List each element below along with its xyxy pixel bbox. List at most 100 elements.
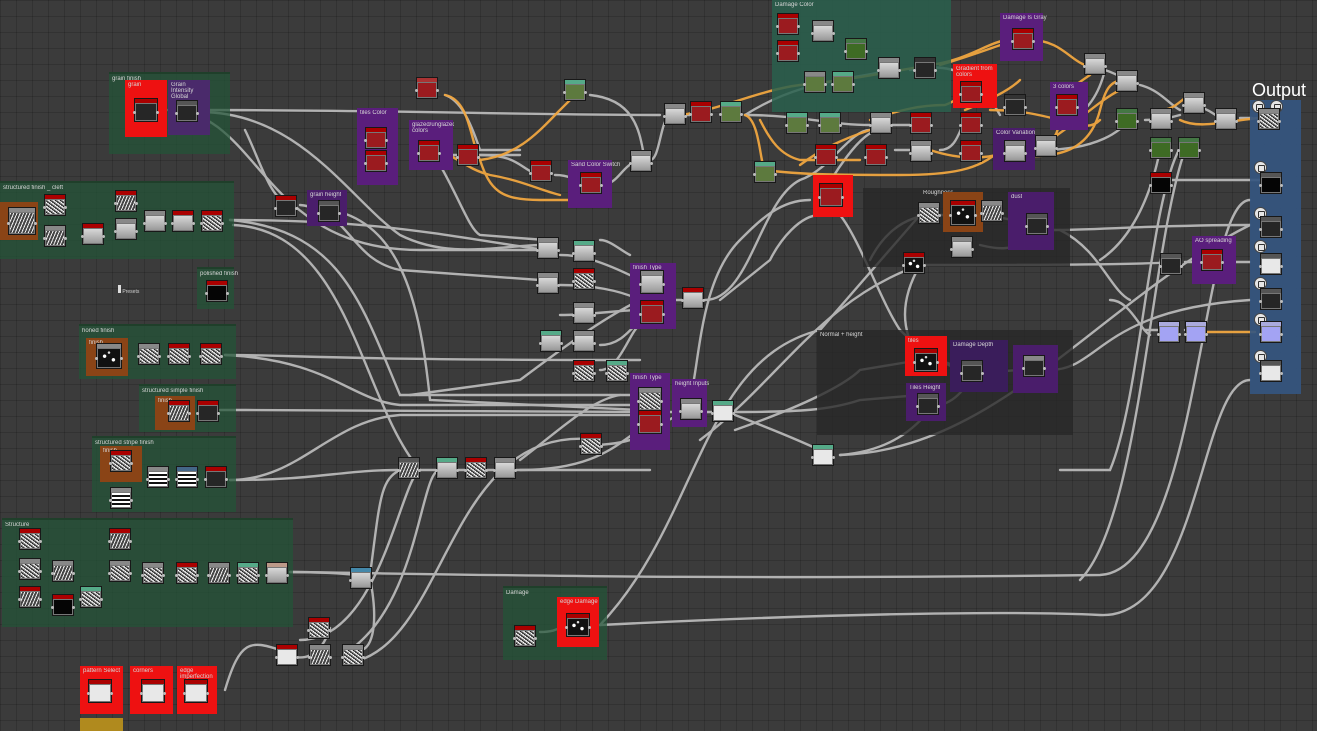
output-pin[interactable] bbox=[64, 206, 67, 209]
graph-node[interactable] bbox=[916, 393, 940, 415]
input-pin[interactable] bbox=[902, 264, 905, 267]
graph-node[interactable] bbox=[51, 594, 75, 616]
output-pin[interactable] bbox=[600, 445, 603, 448]
graph-node[interactable] bbox=[1259, 360, 1283, 382]
graph-node[interactable] bbox=[565, 613, 591, 637]
input-pin[interactable] bbox=[493, 469, 496, 472]
output-pin[interactable] bbox=[257, 574, 260, 577]
input-pin[interactable] bbox=[1159, 265, 1162, 268]
input-pin[interactable] bbox=[1259, 300, 1262, 303]
input-pin[interactable] bbox=[265, 574, 268, 577]
graph-node[interactable] bbox=[204, 466, 228, 488]
input-pin[interactable] bbox=[681, 299, 684, 302]
input-pin[interactable] bbox=[108, 572, 111, 575]
graph-node[interactable] bbox=[341, 644, 365, 666]
output-pin[interactable] bbox=[477, 156, 480, 159]
input-pin[interactable] bbox=[456, 156, 459, 159]
output-pin[interactable] bbox=[328, 629, 331, 632]
graph-node[interactable] bbox=[43, 225, 67, 247]
input-pin[interactable] bbox=[1022, 367, 1025, 370]
output-pin[interactable] bbox=[593, 252, 596, 255]
output-pin[interactable] bbox=[660, 400, 663, 403]
input-pin[interactable] bbox=[167, 355, 170, 358]
output-pin[interactable] bbox=[130, 462, 133, 465]
output-pin[interactable] bbox=[980, 93, 983, 96]
output-pin[interactable] bbox=[981, 372, 984, 375]
input-pin[interactable] bbox=[133, 111, 136, 114]
input-pin[interactable] bbox=[79, 598, 82, 601]
input-pin[interactable] bbox=[637, 400, 640, 403]
input-pin[interactable] bbox=[719, 113, 722, 116]
input-pin[interactable] bbox=[109, 462, 112, 465]
output-pin[interactable] bbox=[135, 202, 138, 205]
input-pin[interactable] bbox=[51, 606, 54, 609]
input-pin[interactable] bbox=[1149, 149, 1152, 152]
yellow-frame[interactable] bbox=[80, 718, 123, 731]
graph-node[interactable] bbox=[167, 400, 191, 422]
output-pin[interactable] bbox=[163, 692, 166, 695]
output-pin[interactable] bbox=[1136, 82, 1139, 85]
input-pin[interactable] bbox=[814, 156, 817, 159]
input-pin[interactable] bbox=[913, 69, 916, 72]
graph-node[interactable] bbox=[572, 360, 596, 382]
input-pin[interactable] bbox=[364, 162, 367, 165]
input-pin[interactable] bbox=[1115, 82, 1118, 85]
graph-node[interactable] bbox=[275, 644, 299, 666]
graph-node[interactable] bbox=[175, 562, 199, 584]
output-pin[interactable] bbox=[1235, 120, 1238, 123]
input-pin[interactable] bbox=[199, 355, 202, 358]
input-pin[interactable] bbox=[917, 214, 920, 217]
output-pin[interactable] bbox=[550, 172, 553, 175]
output-pin[interactable] bbox=[1032, 40, 1035, 43]
graph-node[interactable] bbox=[1025, 213, 1049, 235]
input-pin[interactable] bbox=[811, 32, 814, 35]
graph-node[interactable] bbox=[536, 272, 560, 294]
output-node-icon[interactable] bbox=[1254, 240, 1267, 253]
output-pin[interactable] bbox=[1280, 372, 1283, 375]
output-pin[interactable] bbox=[220, 355, 223, 358]
input-pin[interactable] bbox=[1025, 225, 1028, 228]
output-pin[interactable] bbox=[702, 299, 705, 302]
output-pin[interactable] bbox=[1221, 261, 1224, 264]
graph-node[interactable] bbox=[1115, 70, 1139, 92]
input-pin[interactable] bbox=[1184, 333, 1187, 336]
input-pin[interactable] bbox=[1182, 104, 1185, 107]
input-pin[interactable] bbox=[1034, 147, 1037, 150]
graph-node[interactable] bbox=[1003, 94, 1027, 116]
output-pin[interactable] bbox=[1076, 106, 1079, 109]
graph-node[interactable] bbox=[572, 240, 596, 262]
graph-node[interactable] bbox=[1257, 108, 1281, 130]
output-pin[interactable] bbox=[1180, 265, 1183, 268]
input-pin[interactable] bbox=[1200, 261, 1203, 264]
graph-node[interactable] bbox=[1200, 249, 1224, 271]
output-pin[interactable] bbox=[930, 124, 933, 127]
graph-node[interactable] bbox=[811, 444, 835, 466]
output-pin[interactable] bbox=[839, 124, 842, 127]
graph-node[interactable] bbox=[753, 161, 777, 183]
output-pin[interactable] bbox=[890, 124, 893, 127]
graph-node[interactable] bbox=[864, 144, 888, 166]
output-pin[interactable] bbox=[1170, 149, 1173, 152]
output-pin[interactable] bbox=[110, 692, 113, 695]
input-pin[interactable] bbox=[776, 25, 779, 28]
output-pin[interactable] bbox=[485, 469, 488, 472]
input-pin[interactable] bbox=[175, 112, 178, 115]
output-pin[interactable] bbox=[418, 469, 421, 472]
output-pin[interactable] bbox=[129, 572, 132, 575]
output-pin[interactable] bbox=[1170, 120, 1173, 123]
output-pin[interactable] bbox=[1203, 104, 1206, 107]
output-pin[interactable] bbox=[514, 469, 517, 472]
input-pin[interactable] bbox=[785, 124, 788, 127]
input-pin[interactable] bbox=[1083, 65, 1086, 68]
output-pin[interactable] bbox=[338, 212, 341, 215]
input-pin[interactable] bbox=[196, 412, 199, 415]
input-pin[interactable] bbox=[43, 206, 46, 209]
input-pin[interactable] bbox=[579, 184, 582, 187]
output-pin[interactable] bbox=[1278, 120, 1281, 123]
output-pin[interactable] bbox=[1280, 184, 1283, 187]
input-pin[interactable] bbox=[1259, 265, 1262, 268]
input-pin[interactable] bbox=[415, 89, 418, 92]
graph-node[interactable] bbox=[844, 38, 868, 60]
input-pin[interactable] bbox=[959, 152, 962, 155]
output-pin[interactable] bbox=[1205, 333, 1208, 336]
